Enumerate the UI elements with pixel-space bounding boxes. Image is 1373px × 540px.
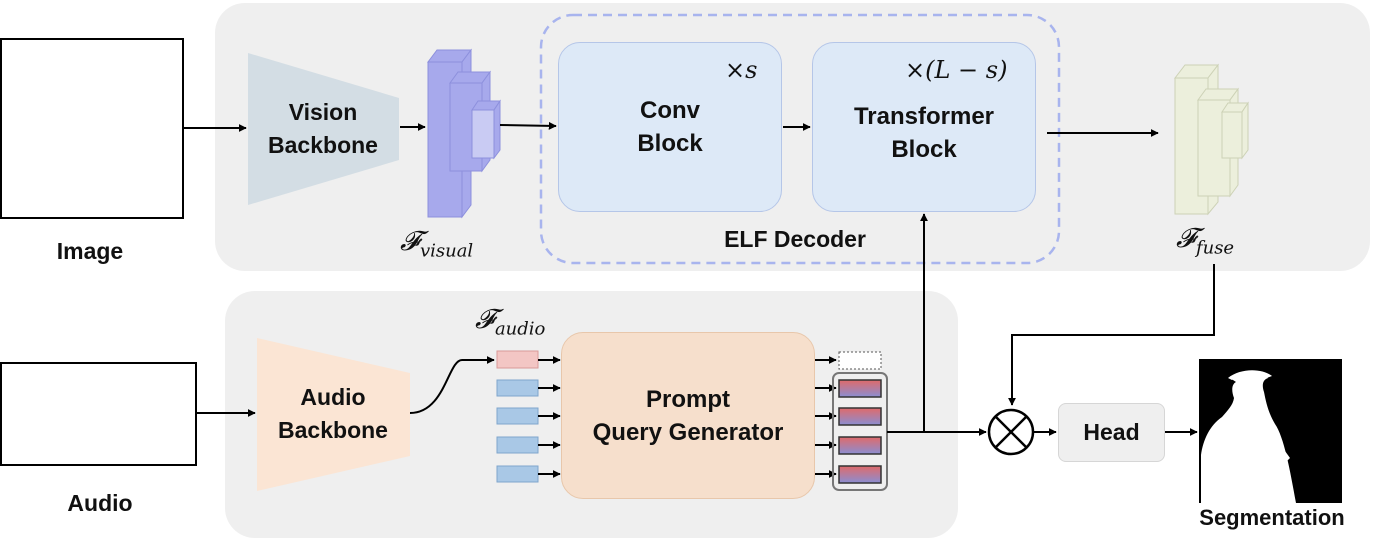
head-block: Head <box>1058 403 1165 462</box>
empty-output-token <box>838 351 882 370</box>
fuse-feature-symbol: 𝓕 <box>1176 223 1196 254</box>
conv-repeat-label: ×s <box>725 56 758 84</box>
multiply-circle-icon <box>987 408 1035 456</box>
fuse-feature-label: 𝓕fuse <box>1176 223 1234 258</box>
visual-feature-stack <box>427 48 501 219</box>
audio-backbone-line2: Backbone <box>278 417 388 443</box>
token-arrows <box>538 356 561 478</box>
transformer-repeat-label: ×(L − s) <box>905 56 1008 84</box>
audio-feature-label: 𝓕audio <box>475 304 545 339</box>
vision-backbone-line1: Vision <box>288 99 358 125</box>
fused-feature-stack <box>1173 63 1249 216</box>
segmentation-mask <box>1199 359 1342 503</box>
query-tokens <box>496 379 539 483</box>
visual-feature-subscript: visual <box>419 240 474 262</box>
image-label: Image <box>56 238 124 264</box>
head-label: Head <box>1083 419 1140 445</box>
fuse-feature-subscript: fuse <box>1195 237 1235 259</box>
audio-label: Audio <box>67 490 133 516</box>
image-input-box <box>0 38 184 219</box>
vision-backbone-shape <box>248 53 399 205</box>
conv-block-line2: Block <box>637 130 703 157</box>
segmentation-label: Segmentation <box>1199 505 1345 530</box>
audio-feature-symbol: 𝓕 <box>475 304 495 335</box>
elf-decoder-region <box>539 13 1061 265</box>
audio-token <box>496 350 539 369</box>
audio-backbone-shape <box>257 338 410 491</box>
visual-feature-symbol: 𝓕 <box>400 226 420 257</box>
prompt-output-tokens <box>838 379 882 484</box>
vision-backbone-line2: Backbone <box>268 132 378 158</box>
audio-feature-subscript: audio <box>494 318 546 340</box>
arrow-feature-to-conv <box>499 121 557 130</box>
audio-backbone-line1: Audio <box>300 384 366 410</box>
generator-line2: Query Generator <box>592 418 784 446</box>
transformer-block-line2: Block <box>891 136 957 163</box>
audio-input-box <box>0 362 197 466</box>
conv-block-line1: Conv <box>639 97 700 124</box>
arrow-backbone-to-audio-token <box>409 356 495 414</box>
visual-feature-label: 𝓕visual <box>400 226 473 261</box>
arrow-fuse-to-multiply <box>1008 264 1215 406</box>
elf-decoder-title: ELF Decoder <box>724 226 866 252</box>
generator-line1: Prompt <box>645 385 730 413</box>
transformer-block-line1: Transformer <box>853 103 995 130</box>
